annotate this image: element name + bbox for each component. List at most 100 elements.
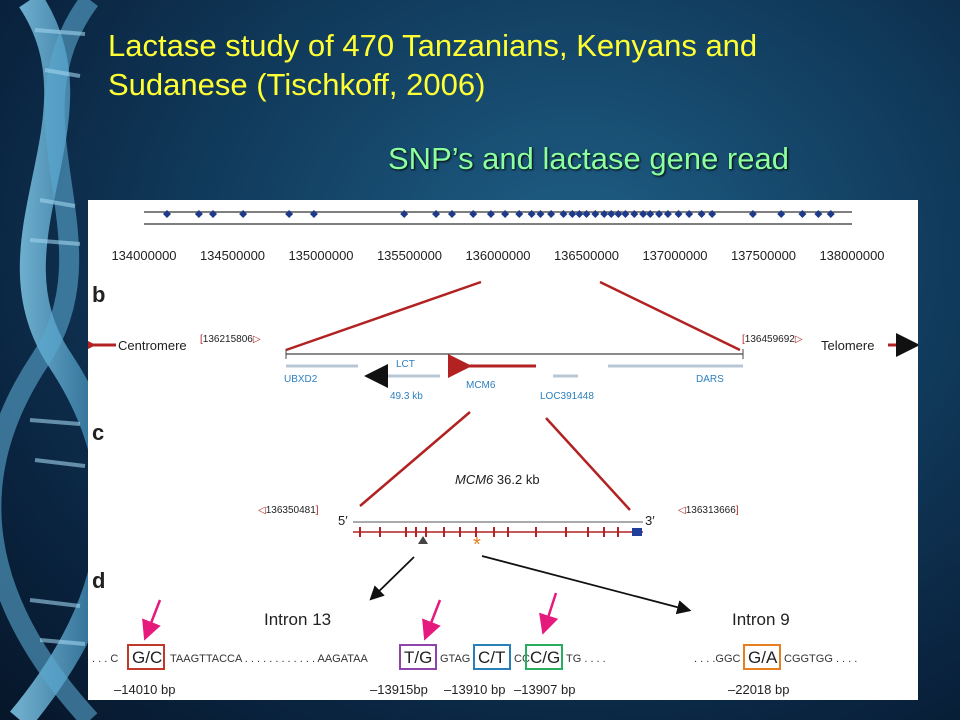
snp-marker [575, 210, 584, 218]
mcm6-utr-block [632, 528, 642, 536]
highlight-arrow-3 [539, 592, 559, 635]
snp-marker [582, 210, 591, 218]
snp-marker [630, 210, 639, 218]
zoom-line-right-b [599, 280, 741, 352]
intron9-label: Intron 9 [732, 610, 790, 629]
axis-tick-label: 134500000 [200, 248, 265, 263]
mcm6-exons [359, 527, 619, 537]
highlight-arrow-1 [142, 599, 162, 641]
zoom-line-right-c [545, 417, 631, 511]
panel-b: b Centromere [136215806▷ [136459692▷ Tel… [88, 282, 918, 402]
snp-marker [469, 210, 478, 218]
seq-5-suffix: CGGTGG . . . . [784, 653, 857, 665]
snp-marker [798, 210, 807, 218]
snp-marker [777, 210, 786, 218]
gene-label-mcm6: MCM6 [466, 380, 496, 391]
panel-c-left-coord: ◁136350481] [258, 505, 319, 516]
seq-2-suffix: GTAG [440, 653, 470, 665]
snp-2: T/G [404, 648, 432, 667]
gene-label-lct: LCT [396, 359, 415, 370]
seq-4-suffix: TG . . . . [566, 653, 606, 665]
intron13-label: Intron 13 [264, 610, 331, 629]
panel-c: c MCM6 36.2 kb ◁136350481] ◁136313666] 5… [92, 420, 739, 556]
snp-marker [697, 210, 706, 218]
snp-marker [285, 210, 294, 218]
five-prime-label: 5′ [338, 513, 348, 528]
gene-label-ubxd2: UBXD2 [284, 374, 318, 385]
gene-label-loc391448: LOC391448 [540, 391, 594, 402]
highlight-arrow-2 [422, 599, 442, 641]
seq-1-prefix: . . . C [92, 653, 118, 665]
slide-subtitle: SNP’s and lactase gene read [388, 141, 789, 176]
snp-marker [685, 210, 694, 218]
snp-marker [600, 210, 609, 218]
snp-marker [527, 210, 536, 218]
snp-marker [486, 210, 495, 218]
seq-3-suffix: CC [514, 653, 530, 665]
snp-marker [621, 210, 630, 218]
snp-marker [708, 210, 717, 218]
figure-svg: 134000000 134500000 135000000 135500000 1360… [88, 210, 918, 697]
axis-tick-label: 137500000 [731, 248, 796, 263]
snp-marker [826, 210, 835, 218]
mcm6-title: MCM6 36.2 kb [455, 472, 540, 487]
snp-marker [209, 210, 218, 218]
snp-marker [432, 210, 441, 218]
panel-c-right-coord: ◁136313666] [678, 505, 739, 516]
arrow-to-intron13 [369, 556, 415, 601]
title-line-2: Sudanese (Tischkoff, 2006) [108, 67, 486, 102]
position-3: –13910 bp [444, 682, 505, 697]
gene-label-lct-size: 49.3 kb [390, 391, 423, 402]
snp-marker [194, 210, 203, 218]
snp-marker [663, 210, 672, 218]
snp-5: G/A [748, 648, 778, 667]
genome-figure: 134000000 134500000 135000000 135500000 1360… [88, 200, 918, 700]
snp-4: C/G [530, 648, 560, 667]
snp-marker [748, 210, 757, 218]
panel-d-label: d [92, 568, 105, 593]
snp-marker [309, 210, 318, 218]
snp-marker [239, 210, 248, 218]
snp-box-3 [473, 644, 511, 670]
snp-marker [639, 210, 648, 218]
snp-box-5 [743, 644, 781, 670]
snp-marker [614, 210, 623, 218]
snp-marker [568, 210, 577, 218]
snp-marker [646, 210, 655, 218]
centromere-label: Centromere [118, 338, 187, 353]
axis-tick-label: 134000000 [111, 248, 176, 263]
axis-tick-label: 136000000 [465, 248, 530, 263]
panel-c-label: c [92, 420, 104, 445]
zoom-line-left-b [285, 280, 482, 352]
title-line-1: Lactase study of 470 Tanzanians, Kenyans… [108, 28, 758, 63]
panel-b-right-coord: [136459692▷ [742, 334, 803, 345]
snp-box-1 [127, 644, 165, 670]
position-1: –14010 bp [114, 682, 175, 697]
snp-marker [674, 210, 683, 218]
axis-tick-label: 136500000 [554, 248, 619, 263]
seq-5-prefix: . . . .GGC [694, 653, 741, 665]
gene-label-dars: DARS [696, 374, 724, 385]
position-5: –22018 bp [728, 682, 789, 697]
snp-marker [515, 210, 524, 218]
snp-marker [501, 210, 510, 218]
snp-1: G/C [132, 648, 162, 667]
snp-marker [607, 210, 616, 218]
panel-a: 134000000 134500000 135000000 135500000 1360… [111, 210, 885, 263]
panel-d: d Intron 13 Intron 9 . . . C G/C TAAGTTA… [92, 568, 857, 697]
snp-marker [559, 210, 568, 218]
snp-marker [591, 210, 600, 218]
axis-tick-labels: 134000000 134500000 135000000 135500000 1360… [111, 248, 884, 263]
panel-b-left-coord: [136215806▷ [200, 334, 261, 345]
snp-marker [814, 210, 823, 218]
intron9-asterisk: * [473, 534, 481, 556]
axis-tick-label: 135000000 [288, 248, 353, 263]
seq-1-suffix: TAAGTTACCA . . . . . . . . . . . . AAGAT… [170, 653, 368, 665]
arrow-to-intron9 [481, 555, 692, 615]
snp-marker [447, 210, 456, 218]
snp-markers [163, 210, 835, 218]
axis-tick-label: 135500000 [377, 248, 442, 263]
snp-marker [655, 210, 664, 218]
snp-marker [547, 210, 556, 218]
panel-b-label: b [92, 282, 105, 307]
